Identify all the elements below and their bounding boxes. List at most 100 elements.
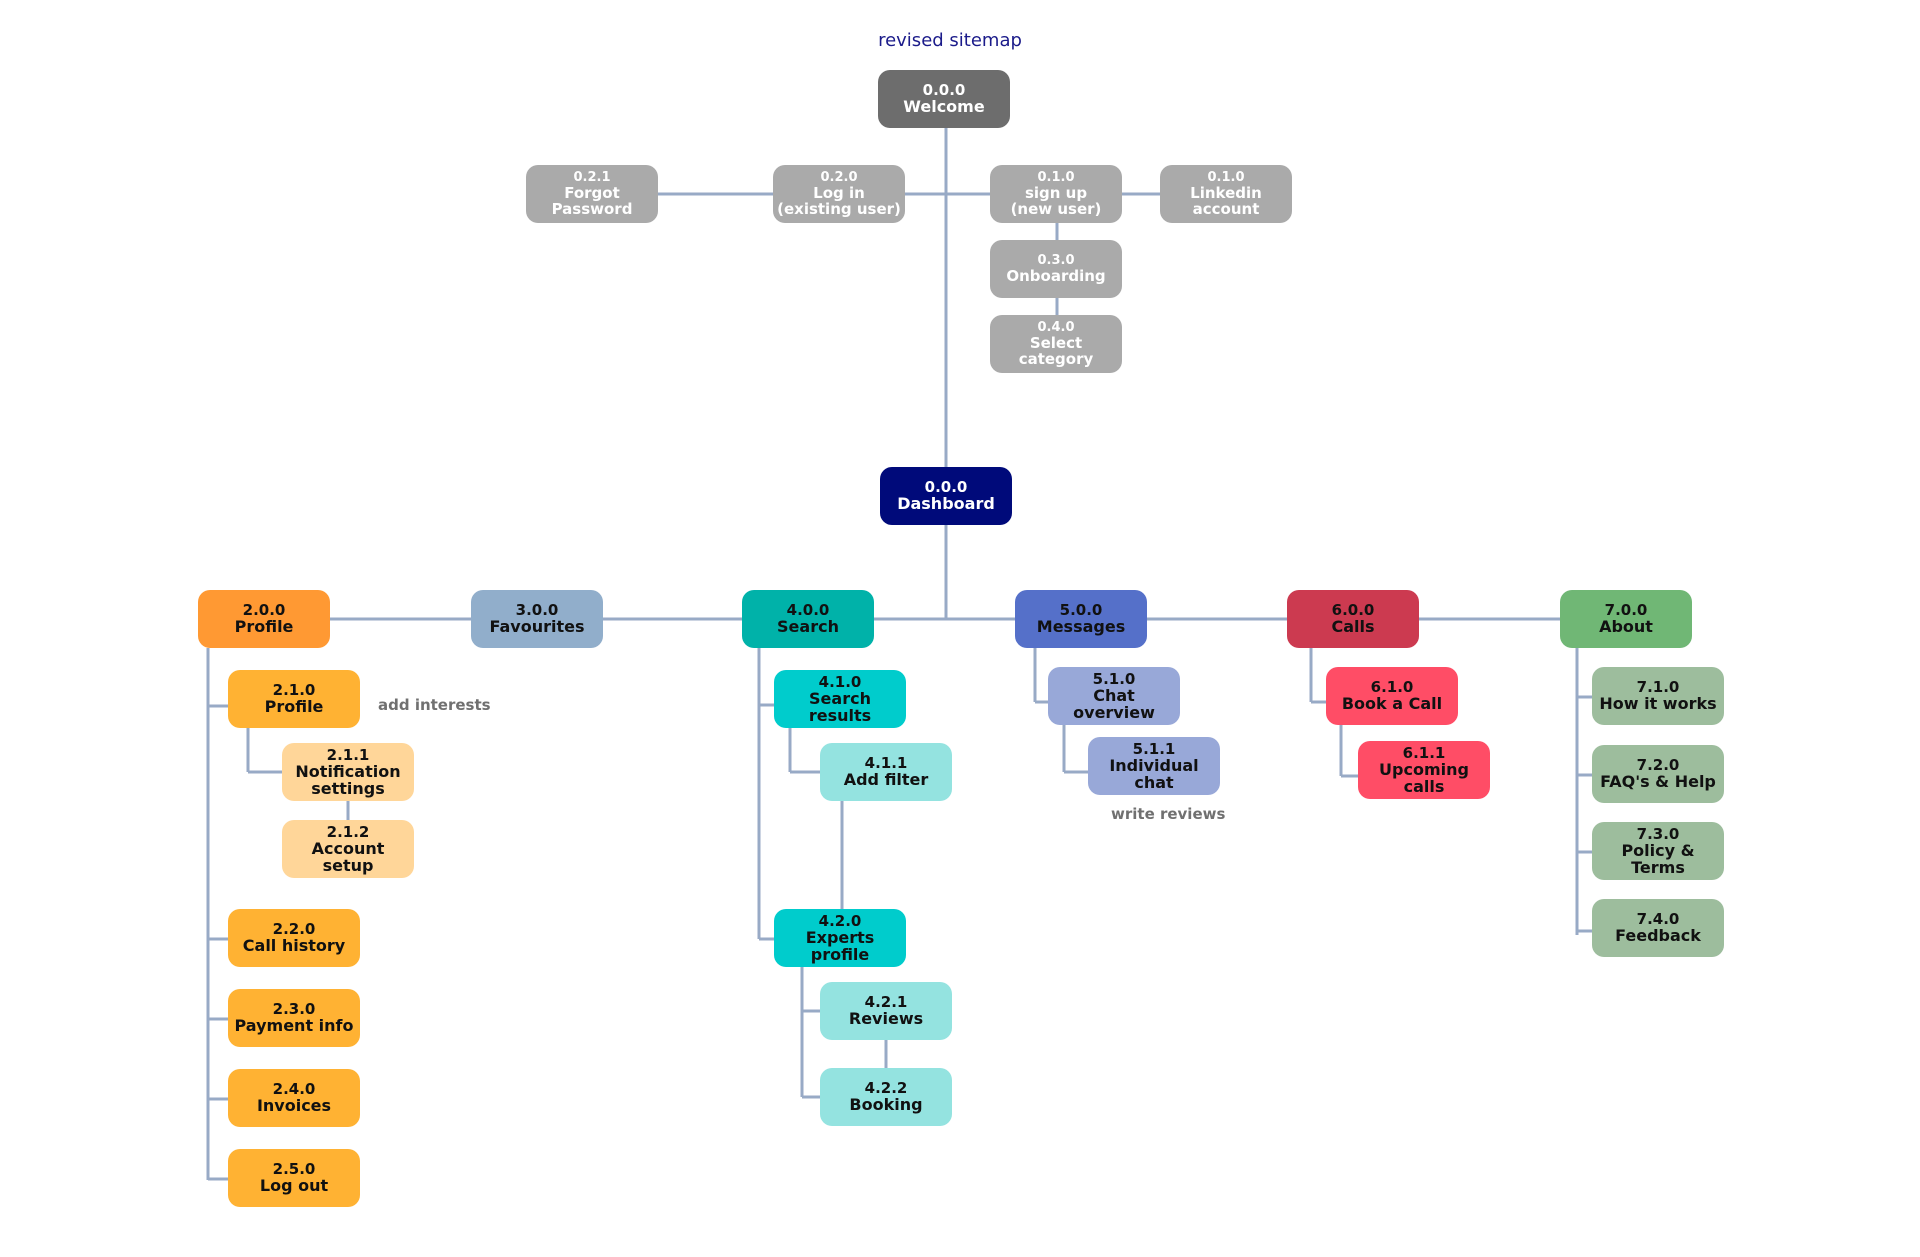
node-number: 0.0.0 (922, 81, 966, 100)
node-number: 4.2.1 (864, 993, 908, 1012)
node-number: 0.2.1 (573, 169, 611, 185)
node-number: 0.2.0 (820, 169, 858, 185)
node-label: Profile (264, 697, 324, 717)
node-label: Call history (242, 936, 346, 956)
node-number: 6.1.0 (1370, 678, 1414, 697)
node-number: 4.2.0 (818, 911, 862, 930)
node-number: 2.5.0 (272, 1160, 316, 1179)
note-add-interests: add interests (378, 696, 491, 714)
node-label: Notification (295, 761, 401, 781)
node-label: Welcome (903, 97, 985, 117)
node-label: Log out (259, 1176, 329, 1196)
node-number: 0.3.0 (1037, 252, 1075, 268)
node-number: 6.1.1 (1402, 743, 1446, 762)
node-label: FAQ's & Help (1600, 772, 1716, 792)
note-write-reviews: write reviews (1111, 805, 1226, 823)
node-number: 2.2.0 (272, 920, 316, 939)
node-label: Invoices (256, 1096, 332, 1116)
node-label: Individual (1109, 755, 1199, 775)
node-label: (new user) (1010, 200, 1102, 219)
node-number: 0.1.0 (1207, 169, 1245, 185)
node-number: 6.0.0 (1331, 601, 1375, 620)
node-label: Feedback (1615, 926, 1701, 946)
node-label: sign up (1024, 183, 1088, 202)
node-number: 5.0.0 (1059, 601, 1103, 620)
node-label: Messages (1036, 617, 1126, 637)
node-label: overview (1073, 703, 1155, 723)
node-label: Search results (808, 688, 872, 726)
node-label: How it works (1599, 694, 1717, 714)
node-label: Policy & Terms (1621, 840, 1695, 878)
node-label: Profile (234, 617, 294, 637)
node-label: account (1192, 200, 1260, 219)
node-label: Calls (1331, 617, 1375, 637)
node-label: Select (1029, 333, 1083, 352)
node-label: Booking (849, 1095, 923, 1115)
node-label: settings (311, 779, 385, 799)
node-label: (existing user) (777, 200, 901, 219)
node-label: Account setup (311, 838, 385, 876)
node-number: 0.0.0 (924, 478, 968, 497)
node-number: 4.1.0 (818, 672, 862, 691)
node-label: chat (1134, 773, 1174, 793)
node-label: Favourites (489, 617, 585, 637)
node-number: 7.1.0 (1636, 678, 1680, 697)
sitemap-title: revised sitemap (878, 30, 1022, 51)
node-label: Payment info (234, 1016, 354, 1036)
node-label: Reviews (848, 1009, 924, 1029)
node-label: Forgot (564, 183, 620, 202)
node-number: 2.1.2 (326, 822, 370, 841)
node-label: Add filter (843, 770, 929, 790)
node-label: Linkedin (1190, 183, 1262, 202)
node-number: 4.1.1 (864, 754, 908, 773)
node-label: Log in (813, 183, 865, 202)
node-label: About (1599, 617, 1653, 637)
node-number: 0.4.0 (1037, 319, 1075, 335)
node-number: 2.1.1 (326, 745, 370, 764)
node-number: 2.0.0 (242, 601, 286, 620)
node-label: calls (1403, 777, 1445, 797)
node-label: category (1018, 350, 1094, 369)
node-label: Dashboard (897, 494, 995, 514)
node-label: Chat (1093, 685, 1135, 705)
node-number: 0.1.0 (1037, 169, 1075, 185)
node-label: Experts profile (805, 927, 875, 965)
node-number: 3.0.0 (515, 601, 559, 620)
node-number: 7.2.0 (1636, 756, 1680, 775)
node-number: 7.3.0 (1636, 824, 1680, 843)
node-label: Upcoming (1379, 759, 1469, 779)
node-number: 4.2.2 (864, 1079, 908, 1098)
node-label: Onboarding (1006, 266, 1106, 285)
node-number: 2.4.0 (272, 1080, 316, 1099)
node-label: Search (777, 617, 839, 637)
node-number: 4.0.0 (786, 601, 830, 620)
